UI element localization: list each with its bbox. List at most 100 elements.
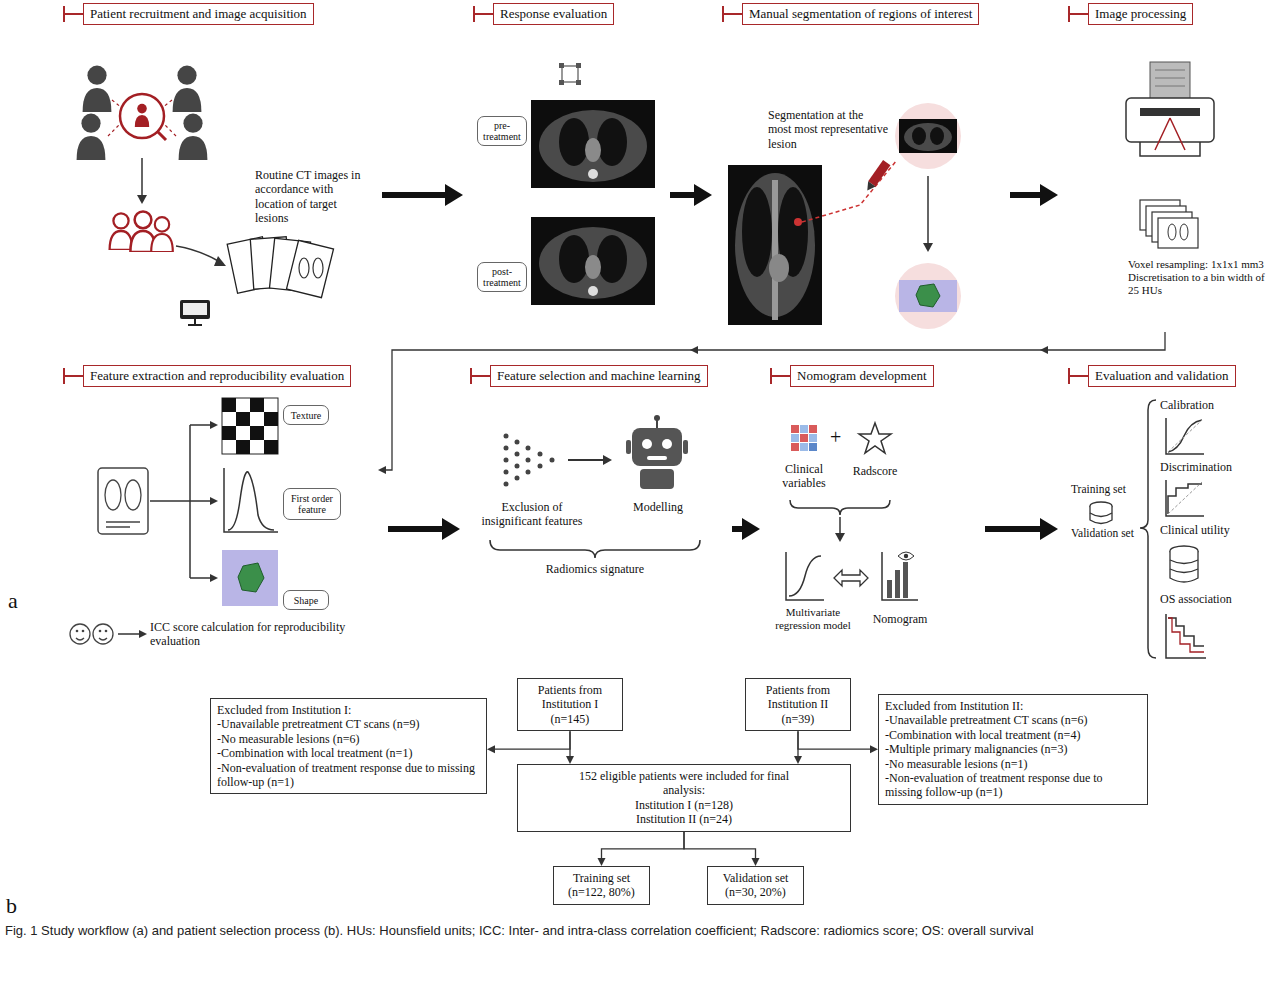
connector (487, 731, 570, 753)
arrow-head (794, 756, 802, 764)
box-text: -Non-evaluation of treatment response du… (217, 761, 480, 790)
panel-text: Modelling (622, 500, 694, 514)
feature-pill: post-treatment (477, 262, 527, 292)
box-text: Validation set (n=30, 20%) (714, 871, 797, 900)
panel-text: Radscore (840, 464, 910, 478)
panel-text: Discrimination (1160, 460, 1280, 474)
arrow-head (598, 858, 606, 866)
box-text: -Unavailable pretreatment CT scans (n=9) (217, 717, 480, 731)
workflow-panel: Feature selection and machine learningEx… (470, 365, 722, 665)
arrow-head (1040, 518, 1058, 540)
pill-label: Texture (291, 410, 321, 421)
arrow-head (442, 518, 460, 540)
box-text: Institution I (n=128) (524, 798, 844, 812)
panel-text: Routine CT images in accordance with loc… (255, 168, 370, 226)
panel-text: Exclusion of insignificant features (476, 500, 588, 529)
flow-arrow (670, 184, 712, 206)
box-text: Excluded from Institution II: (885, 699, 1141, 713)
panel-heading: Response evaluation (493, 3, 614, 25)
feature-pill: Texture (283, 405, 329, 425)
workflow-panel: Evaluation and validationTraining setVal… (1068, 365, 1285, 665)
box-text: -Combination with local treatment (n=4) (885, 728, 1141, 742)
panel-heading: Patient recruitment and image acquisitio… (83, 3, 314, 25)
connector-line (684, 832, 756, 858)
box-text: -Combination with local treatment (n=1) (217, 746, 480, 760)
box-text: Patients from Institution I (n=145) (524, 683, 616, 726)
panel-heading: Evaluation and validation (1088, 365, 1236, 387)
connector-line (670, 192, 694, 198)
connector (684, 832, 760, 866)
connector-line (798, 731, 870, 749)
panel-text: Nomogram (862, 612, 938, 626)
workflow-panel: Manual segmentation of regions of intere… (722, 3, 1000, 332)
panel-heading: Feature selection and machine learning (490, 365, 708, 387)
flow-box: Excluded from Institution I:-Unavailable… (210, 698, 487, 794)
arrow-head (870, 745, 878, 753)
flow-box: 152 eligible patients were included for … (517, 764, 851, 832)
connector-line (382, 192, 445, 198)
arrow-head (487, 745, 495, 753)
panel-heading: Manual segmentation of regions of intere… (742, 3, 979, 25)
arrow-head (694, 184, 712, 206)
panel-heading: Nomogram development (790, 365, 934, 387)
panel-background (470, 393, 722, 665)
flow-box: Validation set (n=30, 20%) (707, 866, 804, 905)
panel-text: OS association (1160, 592, 1280, 606)
panel-heading: Feature extraction and reproducibility e… (83, 365, 351, 387)
arrow-head (1040, 184, 1058, 206)
box-text: -Unavailable pretreatment CT scans (n=6) (885, 713, 1141, 727)
connector (566, 731, 574, 764)
flow-arrow (382, 184, 463, 206)
panel-background (722, 58, 1000, 332)
arrow-head (752, 858, 760, 866)
feature-pill: pre-treatment (477, 116, 527, 146)
flow-arrow (1010, 184, 1058, 206)
panel-heading: Image processing (1088, 3, 1193, 25)
panel-text: Segmentation at the most most representa… (768, 108, 888, 151)
panel-text: ICC score calculation for reproducibilit… (150, 620, 372, 649)
connector-line (1010, 192, 1040, 198)
connector-line (386, 332, 1165, 470)
panel-letter: b (6, 893, 17, 919)
flow-box: Patients from Institution II (n=39) (745, 678, 851, 731)
flow-arrow (732, 518, 760, 540)
panel-text: Calibration (1160, 398, 1280, 412)
connector-line (495, 731, 570, 749)
connector (378, 332, 1165, 474)
panel-background (1068, 58, 1272, 332)
box-text: Institution II (n=24) (524, 812, 844, 826)
panel-text: Clinical utility (1160, 523, 1280, 537)
connector (794, 731, 802, 764)
workflow-panel: Patient recruitment and image acquisitio… (63, 3, 372, 332)
box-text: -No measurable lesions (n=1) (885, 757, 1141, 771)
figure-caption: Fig. 1 Study workflow (a) and patient se… (5, 922, 1280, 940)
feature-pill: Shape (283, 590, 329, 610)
workflow-panel: Response evaluation pre-treatment post-tre… (473, 3, 660, 332)
connector-line (388, 526, 442, 532)
feature-pill: First order feature (283, 488, 341, 520)
flow-arrow (388, 518, 460, 540)
pill-label: Shape (294, 595, 318, 606)
box-text: Training set (n=122, 80%) (560, 871, 643, 900)
panel-text: Clinical variables (768, 462, 840, 491)
arrow-head (445, 184, 463, 206)
workflow-panel: Image processingVoxel resampling: 1x1x1 … (1068, 3, 1272, 332)
pill-label: pre-treatment (481, 120, 523, 142)
flow-box: Training set (n=122, 80%) (553, 866, 650, 905)
box-text: Patients from Institution II (n=39) (752, 683, 844, 726)
panel-text: Multivariate regression model (766, 606, 860, 632)
arrow-head (378, 466, 386, 474)
arrow-head (742, 518, 760, 540)
arrow-head (690, 346, 698, 354)
box-text: -No measurable lesions (n=6) (217, 732, 480, 746)
pill-label: First order feature (287, 493, 337, 515)
flow-box: Excluded from Institution II:-Unavailabl… (878, 694, 1148, 805)
arrow-head (566, 756, 574, 764)
connector (798, 731, 878, 753)
panel-text: Training set (1071, 483, 1143, 497)
panel-letter: + (830, 426, 841, 449)
flow-box: Patients from Institution I (n=145) (517, 678, 623, 731)
panel-text: Voxel resampling: 1x1x1 mm3 Discretisati… (1128, 258, 1266, 298)
box-text: -Non-evaluation of treatment response du… (885, 771, 1141, 800)
connector (598, 832, 685, 866)
